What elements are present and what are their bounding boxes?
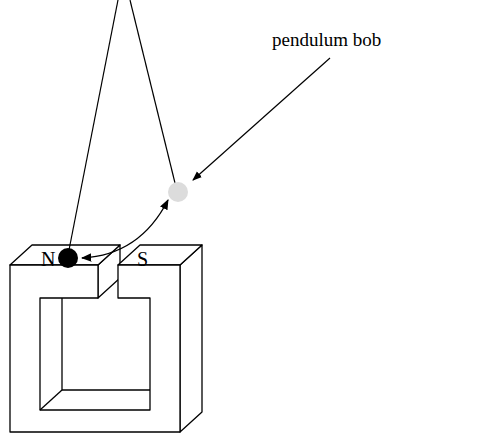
- pendulum-string: [69, 0, 118, 250]
- pendulum-string: [130, 0, 175, 183]
- magnet-side: [180, 245, 202, 432]
- inner-edge: [61, 298, 62, 390]
- inner-edge: [62, 389, 150, 390]
- pendulum-bob-swung: [168, 182, 188, 202]
- pole-label: N: [41, 249, 55, 269]
- leader-arrow: [193, 58, 330, 180]
- inner-edge: [40, 390, 62, 410]
- south-pole-top: [118, 245, 202, 265]
- pole-label: S: [137, 249, 148, 269]
- swing-arrow: [82, 200, 168, 258]
- callout-label: pendulum bob: [272, 30, 381, 49]
- magnet-front: [10, 265, 180, 432]
- pendulum-bob: [58, 248, 78, 268]
